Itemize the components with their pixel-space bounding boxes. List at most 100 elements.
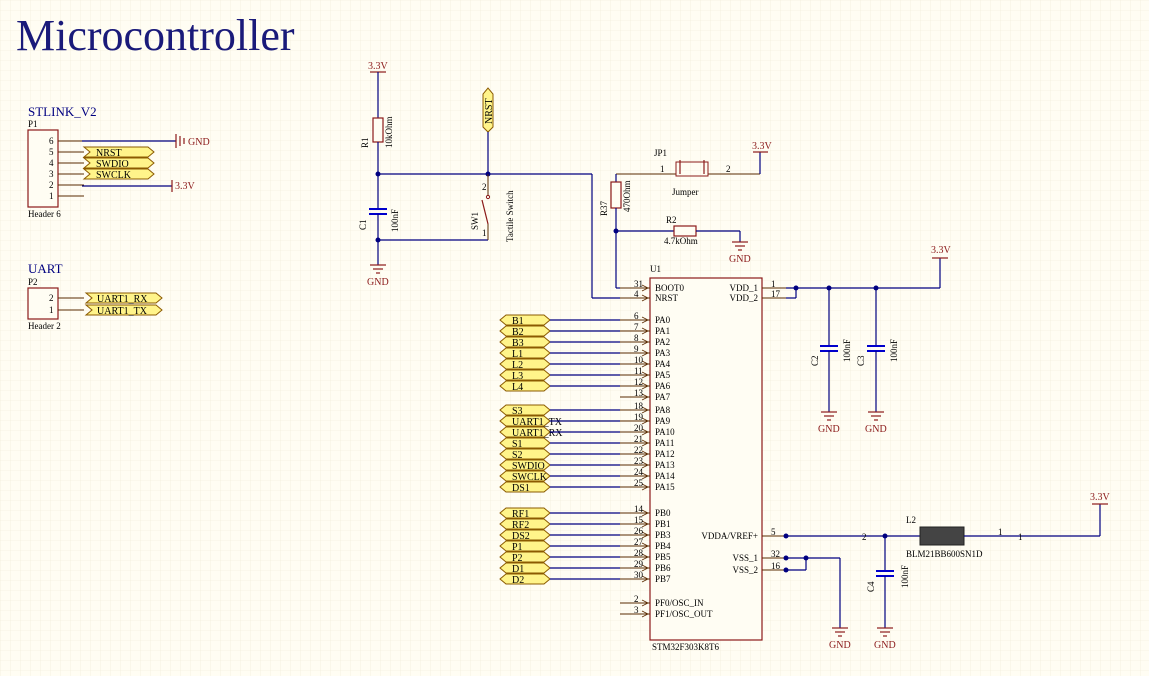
netlabel-p2[interactable]: P2 xyxy=(499,551,551,564)
u1-pin-pa4: PA4 xyxy=(655,359,671,369)
netlabel-l2[interactable]: L2 xyxy=(499,358,551,371)
netlabel-text: RF1 xyxy=(512,509,529,520)
u1-pin-pa11: PA11 xyxy=(655,438,674,448)
c3-value: 100nF xyxy=(889,339,899,362)
u1-pin-num: 29 xyxy=(634,559,644,569)
c3-ref: C3 xyxy=(856,355,866,366)
netlabel-b2[interactable]: B2 xyxy=(499,325,551,338)
switch-sw1[interactable]: 2 1 SW1 Tactile Switch xyxy=(470,174,515,242)
netlabel-text: SWDIO xyxy=(512,461,545,472)
u1-pin-num: 2 xyxy=(634,594,639,604)
netlabel-b1[interactable]: B1 xyxy=(499,314,551,327)
u1-pin-pa10: PA10 xyxy=(655,427,675,437)
u1-pin-num: 22 xyxy=(634,445,643,455)
v33-label-vdd: 3.3V xyxy=(931,245,952,256)
u1-pin-num: 18 xyxy=(634,401,644,411)
netlabel-text: NRST xyxy=(96,148,122,159)
netlabel-s3[interactable]: S3 xyxy=(499,404,551,417)
netlabel-p1[interactable]: P1 xyxy=(499,540,551,553)
gnd-symbol-c2: GND xyxy=(818,411,840,435)
u1-pin-num: 11 xyxy=(634,366,643,376)
sw1-pin-1: 1 xyxy=(482,228,487,238)
netlabel-l3[interactable]: L3 xyxy=(499,369,551,382)
u1-pin-num: 4 xyxy=(634,289,639,299)
u1-pin-num: 17 xyxy=(771,289,781,299)
netlabel-text: DS2 xyxy=(512,531,530,542)
u1-pin-pa3: PA3 xyxy=(655,348,671,358)
netlabel-ds2[interactable]: DS2 xyxy=(499,529,551,542)
netlabel-l1[interactable]: L1 xyxy=(499,347,551,360)
netlabel-nrst-vertical[interactable]: NRST xyxy=(482,87,495,133)
netlabel-text: B3 xyxy=(512,338,524,349)
u1-pin-pa5: PA5 xyxy=(655,370,671,380)
u1-pin-pa0: PA0 xyxy=(655,315,671,325)
u1-pin-pb6: PB6 xyxy=(655,563,671,573)
netlabel-p2-uart-tx[interactable]: UART1_TX xyxy=(84,304,163,317)
netlabel-d2[interactable]: D2 xyxy=(499,573,551,586)
u1-pin-num: 6 xyxy=(634,311,639,321)
netlabel-text: B2 xyxy=(512,327,524,338)
u1-pin-num: 24 xyxy=(634,467,644,477)
u1-pin-num: 25 xyxy=(634,478,644,488)
netlabel-uart1_rx[interactable]: UART1_RX xyxy=(499,426,563,439)
u1-pin-num: 26 xyxy=(634,526,644,536)
u1-pin-nrst: NRST xyxy=(655,293,679,303)
sw1-value: Tactile Switch xyxy=(505,190,515,242)
netlabel-uart1_tx[interactable]: UART1_TX xyxy=(499,415,563,428)
u1-body xyxy=(649,277,763,641)
p2-name: Header 2 xyxy=(28,321,61,331)
c2-ref: C2 xyxy=(810,355,820,366)
p2-ref: P2 xyxy=(28,277,38,287)
gnd-label-c4: GND xyxy=(874,640,896,651)
inductor-l2[interactable]: L2 BLM21BB600SN1D 2 1 xyxy=(862,515,1003,559)
r1-value: 10kOhm xyxy=(384,117,394,149)
netlabel-s2[interactable]: S2 xyxy=(499,448,551,461)
netlabel-b3[interactable]: B3 xyxy=(499,336,551,349)
u1-pin-pa1: PA1 xyxy=(655,326,670,336)
netlabel-p2-uart-rx[interactable]: UART1_RX xyxy=(84,292,163,305)
netlabel-rf2[interactable]: RF2 xyxy=(499,518,551,531)
netlabel-swdio[interactable]: SWDIO xyxy=(499,459,551,472)
u1-pin-pb5: PB5 xyxy=(655,552,671,562)
v33-symbol-p1: 3.3V xyxy=(171,180,196,192)
gnd-label-vss: GND xyxy=(829,640,851,651)
u1-pin-pa15: PA15 xyxy=(655,482,675,492)
v33-label-p1: 3.3V xyxy=(175,181,196,192)
u1-pin-num: 32 xyxy=(771,549,780,559)
netlabel-text: D2 xyxy=(512,575,524,586)
netlabel-p1-nrst[interactable]: NRST xyxy=(82,146,155,159)
netlabel-p1-swdio[interactable]: SWDIO xyxy=(82,157,155,170)
gnd-symbol-p1: GND xyxy=(175,134,210,148)
u1-pin-pa14: PA14 xyxy=(655,471,675,481)
u1-pin-num: 7 xyxy=(634,322,639,332)
gnd-symbol-c1: GND xyxy=(367,264,389,288)
r2-ref: R2 xyxy=(666,215,677,225)
section-uart-label: UART xyxy=(28,261,63,276)
p1-pin-4: 4 xyxy=(49,158,54,168)
netlabel-s1[interactable]: S1 xyxy=(499,437,551,450)
netlabel-ds1[interactable]: DS1 xyxy=(499,481,551,494)
u1-pin-num: 8 xyxy=(634,333,639,343)
netlabel-text: L4 xyxy=(512,382,523,393)
jumper-jp1[interactable]: JP1 1 2 Jumper xyxy=(616,148,760,197)
netlabel-text: UART1_TX xyxy=(97,306,148,317)
netlabel-p1-swclk[interactable]: SWCLK xyxy=(82,168,155,181)
netlabel-d1[interactable]: D1 xyxy=(499,562,551,575)
netlabel-rf1[interactable]: RF1 xyxy=(499,507,551,520)
u1-pin-num: 5 xyxy=(771,527,776,537)
u1-pin-num: 19 xyxy=(634,412,644,422)
netlabel-text: SWCLK xyxy=(512,472,548,483)
v33-symbol-jp1: 3.3V xyxy=(752,141,773,153)
r1-ref: R1 xyxy=(360,137,370,148)
netlabel-text: B1 xyxy=(512,316,524,327)
u1-pin-pb4: PB4 xyxy=(655,541,671,551)
netlabel-l4[interactable]: L4 xyxy=(499,380,551,393)
p2-body xyxy=(27,287,59,320)
l2-pin-1b: 1 xyxy=(1018,532,1023,542)
netlabel-swclk[interactable]: SWCLK xyxy=(499,470,551,483)
header-p2[interactable]: UART P2 Header 2 2 1 xyxy=(27,261,84,331)
